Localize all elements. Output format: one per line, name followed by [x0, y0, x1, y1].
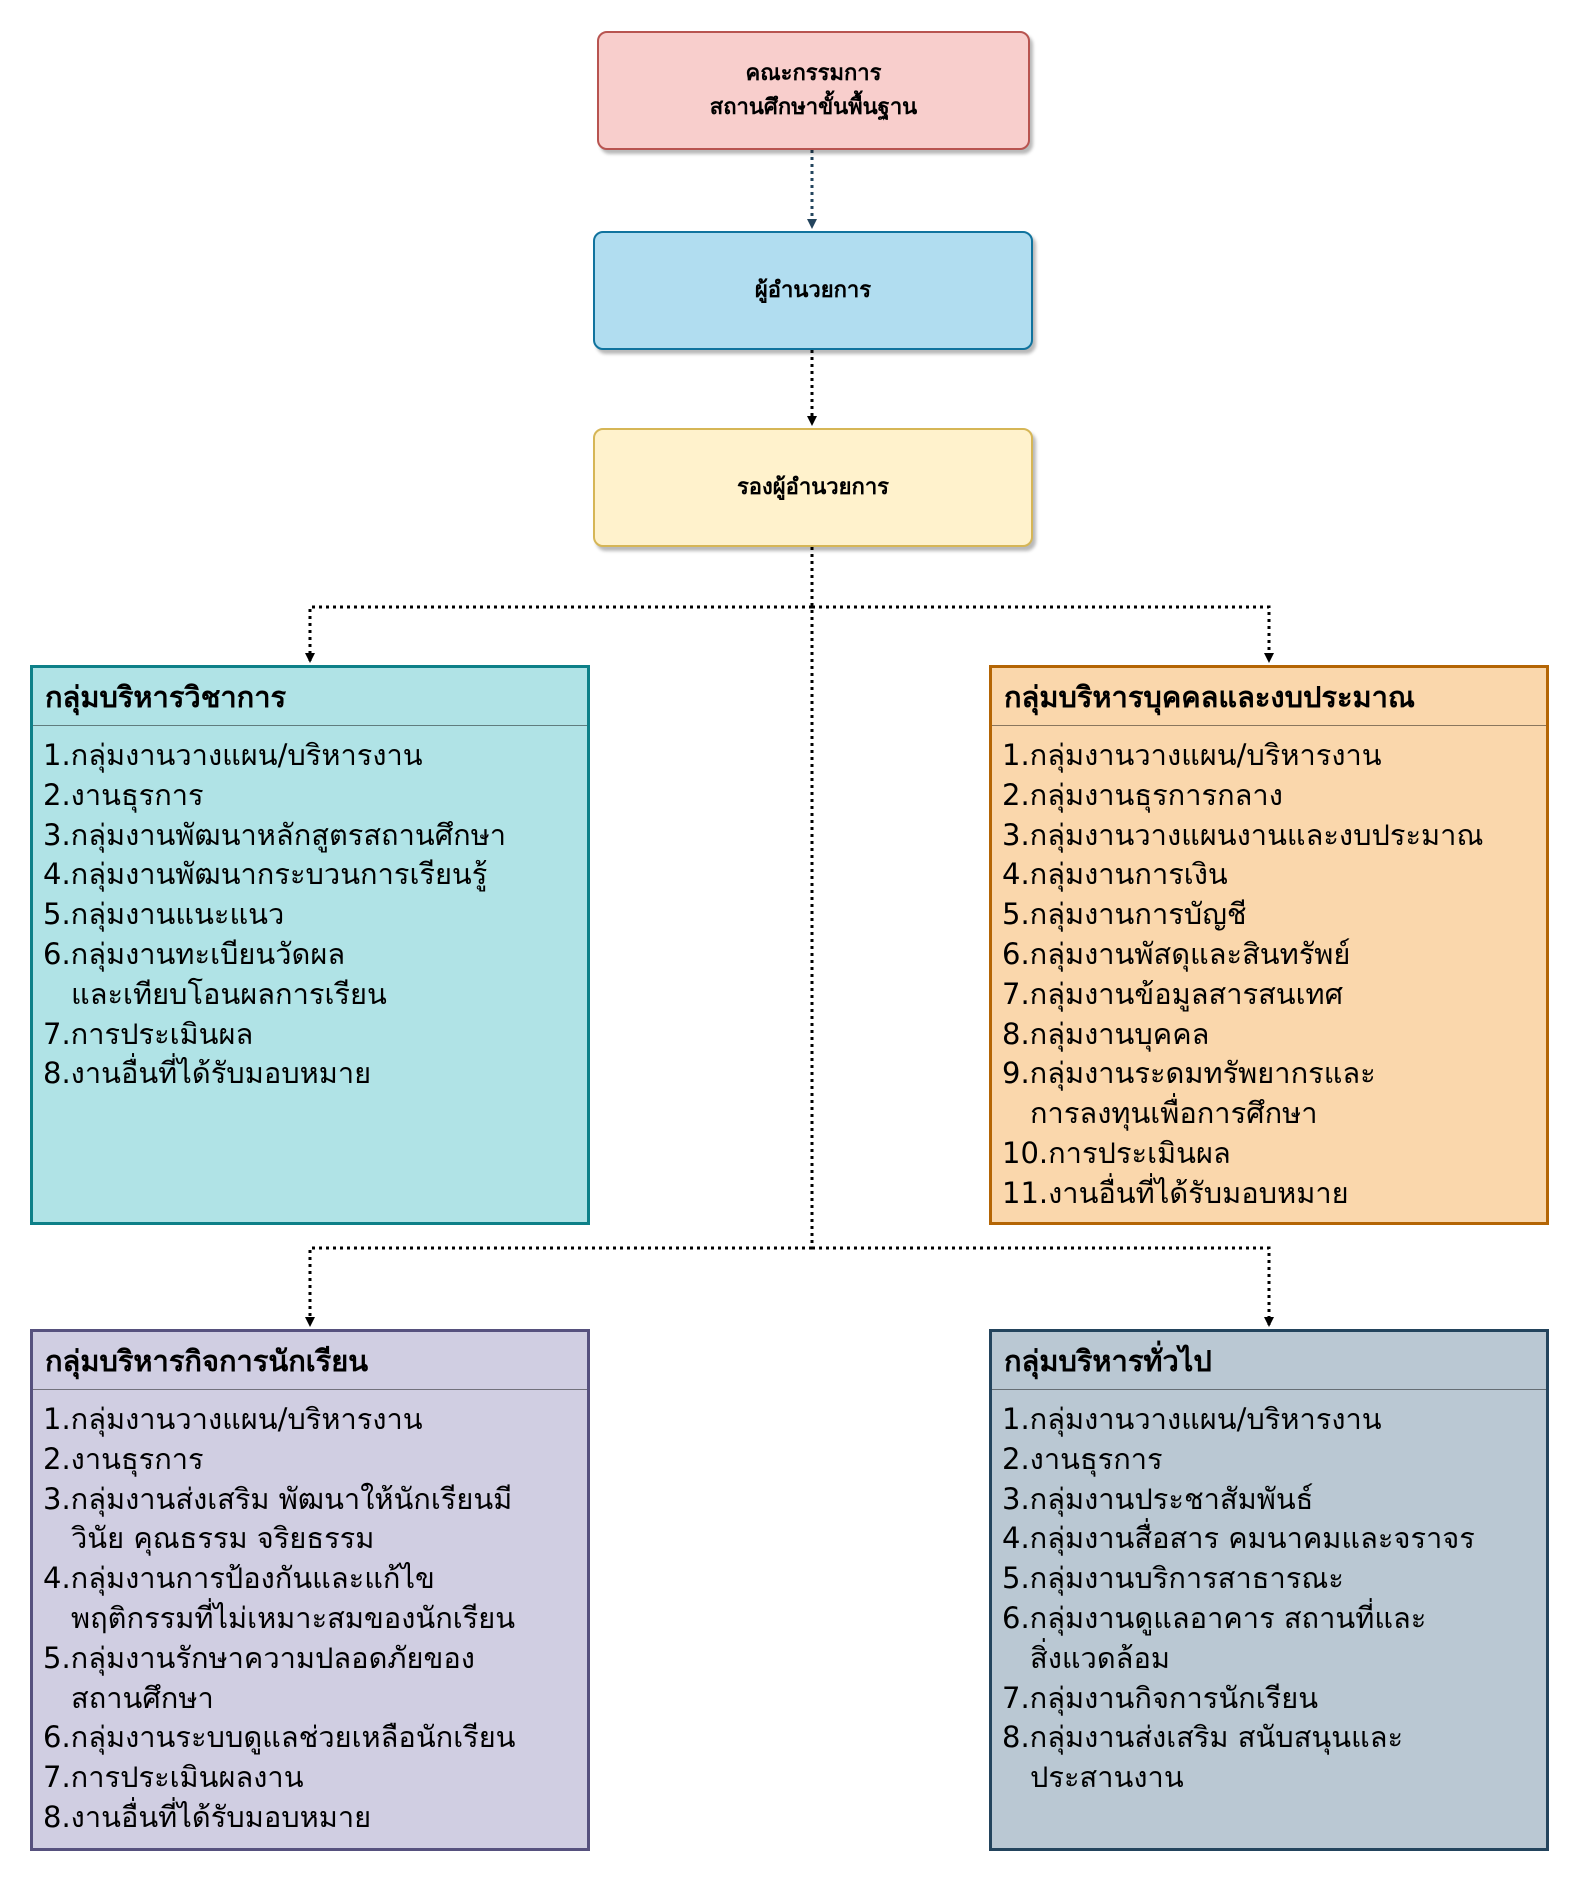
group-list-item-text: 5.กลุ่มงานรักษาความปลอดภัยของ: [43, 1640, 475, 1675]
personnel-budget-group-box: กลุ่มบริหารบุคคลและงบประมาณ 1.กลุ่มงานวา…: [989, 665, 1549, 1225]
group-list-item: 6.กลุ่มงานพัสดุและสินทรัพย์: [1002, 935, 1546, 975]
connector-to-general: [812, 1246, 1274, 1327]
group-list-item: 4.กลุ่มงานสื่อสาร คมนาคมและจราจร: [1002, 1519, 1546, 1559]
group-list-item-text: 3.กลุ่มงานประชาสัมพันธ์: [1002, 1481, 1314, 1516]
general-admin-group-box: กลุ่มบริหารทั่วไป 1.กลุ่มงานวางแผน/บริหา…: [989, 1329, 1549, 1851]
group-list-item-text: 5.กลุ่มงานแนะแนว: [43, 897, 285, 932]
student-affairs-group-title: กลุ่มบริหารกิจการนักเรียน: [33, 1332, 587, 1390]
group-list-item: 5.กลุ่มงานการบัญชี: [1002, 895, 1546, 935]
group-list-item-text: 1.กลุ่มงานวางแผน/บริหารงาน: [43, 738, 423, 772]
group-list-item-text: 4.กลุ่มงานสื่อสาร คมนาคมและจราจร: [1002, 1521, 1475, 1556]
group-list-item: 5.กลุ่มงานบริการสาธารณะ: [1002, 1559, 1546, 1599]
group-list-item: 1.กลุ่มงานวางแผน/บริหารงาน: [1002, 736, 1546, 776]
group-list-item-text: 8.กลุ่มงานส่งเสริม สนับสนุนและ: [1002, 1720, 1404, 1755]
group-list-item-continuation: สถานศึกษา: [71, 1680, 214, 1715]
personnel-budget-group-title: กลุ่มบริหารบุคคลและงบประมาณ: [992, 668, 1546, 726]
group-list-item: 1.กลุ่มงานวางแผน/บริหารงาน: [43, 1400, 587, 1440]
group-list-item: 7.การประเมินผลงาน: [43, 1758, 587, 1798]
group-list-item-text: 2.งานธุรการ: [43, 1441, 204, 1476]
group-list-item: 9.กลุ่มงานระดมทรัพยากรและการลงทุนเพื่อกา…: [1002, 1054, 1546, 1134]
group-list-item-text: 5.กลุ่มงานการบัญชี: [1002, 897, 1247, 932]
group-list-item: 7.การประเมินผล: [43, 1015, 587, 1055]
group-list-item-text: 6.กลุ่มงานพัสดุและสินทรัพย์: [1002, 936, 1351, 971]
group-list-item: 1.กลุ่มงานวางแผน/บริหารงาน: [43, 736, 587, 776]
group-list-item-text: 1.กลุ่มงานวางแผน/บริหารงาน: [1002, 738, 1382, 772]
group-list-item: 11.งานอื่นที่ได้รับมอบหมาย: [1002, 1174, 1546, 1214]
group-list-item: 8.งานอื่นที่ได้รับมอบหมาย: [43, 1054, 587, 1094]
group-list-item: 6.กลุ่มงานระบบดูแลช่วยเหลือนักเรียน: [43, 1718, 587, 1758]
group-list-item-text: 6.กลุ่มงานระบบดูแลช่วยเหลือนักเรียน: [43, 1720, 516, 1755]
group-list-item-text: 7.การประเมินผล: [43, 1016, 254, 1051]
group-list-item: 8.กลุ่มงานบุคคล: [1002, 1015, 1546, 1055]
group-list-item: 5.กลุ่มงานรักษาความปลอดภัยของสถานศึกษา: [43, 1639, 587, 1719]
group-list-item-text: 4.กลุ่มงานการป้องกันและแก้ไข: [43, 1561, 435, 1596]
group-list-item-continuation: และเทียบโอนผลการเรียน: [71, 976, 387, 1011]
group-list-item: 4.กลุ่มงานพัฒนากระบวนการเรียนรู้: [43, 855, 587, 895]
group-list-item: 3.กลุ่มงานวางแผนงานและงบประมาณ: [1002, 816, 1546, 856]
connector-to-student: [305, 1246, 812, 1327]
group-list-item-text: 8.กลุ่มงานบุคคล: [1002, 1016, 1210, 1051]
group-list-item-text: 2.กลุ่มงานธุรการกลาง: [1002, 777, 1283, 812]
academic-group-title: กลุ่มบริหารวิชาการ: [33, 668, 587, 726]
general-admin-group-list: 1.กลุ่มงานวางแผน/บริหารงาน 2.งานธุรการ 3.ก…: [992, 1390, 1546, 1798]
group-list-item: 2.กลุ่มงานธุรการกลาง: [1002, 776, 1546, 816]
group-list-item-text: 3.กลุ่มงานส่งเสริม พัฒนาให้นักเรียนมี: [43, 1481, 513, 1516]
group-list-item-text: 1.กลุ่มงานวางแผน/บริหารงาน: [1002, 1402, 1382, 1436]
group-list-item-text: 8.งานอื่นที่ได้รับมอบหมาย: [43, 1799, 372, 1834]
group-list-item-text: 7.กลุ่มงานกิจการนักเรียน: [1002, 1680, 1319, 1715]
group-list-item: 2.งานธุรการ: [1002, 1440, 1546, 1480]
academic-group-box: กลุ่มบริหารวิชาการ 1.กลุ่มงานวางแผน/บริห…: [30, 665, 590, 1225]
group-list-item: 6.กลุ่มงานทะเบียนวัดผลและเทียบโอนผลการเร…: [43, 935, 587, 1015]
group-list-item: 3.กลุ่มงานประชาสัมพันธ์: [1002, 1480, 1546, 1520]
group-list-item-text: 2.งานธุรการ: [1002, 1441, 1163, 1476]
group-list-item: 10.การประเมินผล: [1002, 1134, 1546, 1174]
group-list-item-text: 4.กลุ่มงานพัฒนากระบวนการเรียนรู้: [43, 857, 488, 892]
group-list-item-continuation: สิ่งแวดล้อม: [1030, 1640, 1170, 1675]
group-list-item-text: 3.กลุ่มงานวางแผนงานและงบประมาณ: [1002, 817, 1484, 852]
director-node: ผู้อำนวยการ: [593, 231, 1033, 350]
group-list-item: 8.งานอื่นที่ได้รับมอบหมาย: [43, 1798, 587, 1838]
general-admin-group-title: กลุ่มบริหารทั่วไป: [992, 1332, 1546, 1390]
committee-node: คณะกรรมการ สถานศึกษาขั้นพื้นฐาน: [597, 31, 1030, 150]
group-list-item: 3.กลุ่มงานส่งเสริม พัฒนาให้นักเรียนมีวิน…: [43, 1480, 587, 1560]
group-list-item-text: 7.การประเมินผลงาน: [43, 1760, 304, 1795]
connector-to-personnel: [812, 605, 1274, 663]
student-affairs-group-list: 1.กลุ่มงานวางแผน/บริหารงาน 2.งานธุรการ 3.ก…: [33, 1390, 587, 1838]
group-list-item-text: 2.งานธุรการ: [43, 777, 204, 812]
group-list-item-text: 11.งานอื่นที่ได้รับมอบหมาย: [1002, 1175, 1349, 1210]
group-list-item-text: 6.กลุ่มงานทะเบียนวัดผล: [43, 936, 346, 971]
deputy-director-node: รองผู้อำนวยการ: [593, 428, 1033, 547]
student-affairs-group-box: กลุ่มบริหารกิจการนักเรียน 1.กลุ่มงานวางแ…: [30, 1329, 590, 1851]
group-list-item: 2.งานธุรการ: [43, 1440, 587, 1480]
group-list-item-text: 1.กลุ่มงานวางแผน/บริหารงาน: [43, 1402, 423, 1436]
group-list-item: 6.กลุ่มงานดูแลอาคาร สถานที่และสิ่งแวดล้อ…: [1002, 1599, 1546, 1679]
group-list-item: 2.งานธุรการ: [43, 776, 587, 816]
group-list-item-text: 6.กลุ่มงานดูแลอาคาร สถานที่และ: [1002, 1600, 1427, 1635]
group-list-item-text: 8.งานอื่นที่ได้รับมอบหมาย: [43, 1056, 372, 1091]
group-list-item: 7.กลุ่มงานข้อมูลสารสนเทศ: [1002, 975, 1546, 1015]
group-list-item: 4.กลุ่มงานการป้องกันและแก้ไขพฤติกรรมที่ไ…: [43, 1559, 587, 1639]
group-list-item: 5.กลุ่มงานแนะแนว: [43, 895, 587, 935]
group-list-item-continuation: การลงทุนเพื่อการศึกษา: [1030, 1096, 1318, 1131]
group-list-item: 8.กลุ่มงานส่งเสริม สนับสนุนและประสานงาน: [1002, 1718, 1546, 1798]
group-list-item-text: 3.กลุ่มงานพัฒนาหลักสูตรสถานศึกษา: [43, 817, 507, 852]
group-list-item-continuation: วินัย คุณธรรม จริยธรรม: [71, 1521, 375, 1556]
group-list-item-text: 7.กลุ่มงานข้อมูลสารสนเทศ: [1002, 976, 1344, 1011]
group-list-item-text: 5.กลุ่มงานบริการสาธารณะ: [1002, 1561, 1344, 1596]
group-list-item: 7.กลุ่มงานกิจการนักเรียน: [1002, 1679, 1546, 1719]
group-list-item-continuation: พฤติกรรมที่ไม่เหมาะสมของนักเรียน: [71, 1600, 516, 1635]
connector-to-academic: [305, 605, 812, 663]
group-list-item-text: 10.การประเมินผล: [1002, 1135, 1231, 1170]
group-list-item: 1.กลุ่มงานวางแผน/บริหารงาน: [1002, 1400, 1546, 1440]
group-list-item: 3.กลุ่มงานพัฒนาหลักสูตรสถานศึกษา: [43, 816, 587, 856]
personnel-budget-group-list: 1.กลุ่มงานวางแผน/บริหารงาน 2.กลุ่มงานธุรก…: [992, 726, 1546, 1214]
group-list-item-text: 4.กลุ่มงานการเงิน: [1002, 857, 1228, 892]
group-list-item-continuation: ประสานงาน: [1030, 1760, 1184, 1795]
academic-group-list: 1.กลุ่มงานวางแผน/บริหารงาน 2.งานธุรการ 3.ก…: [33, 726, 587, 1094]
group-list-item-text: 9.กลุ่มงานระดมทรัพยากรและ: [1002, 1056, 1376, 1091]
group-list-item: 4.กลุ่มงานการเงิน: [1002, 855, 1546, 895]
